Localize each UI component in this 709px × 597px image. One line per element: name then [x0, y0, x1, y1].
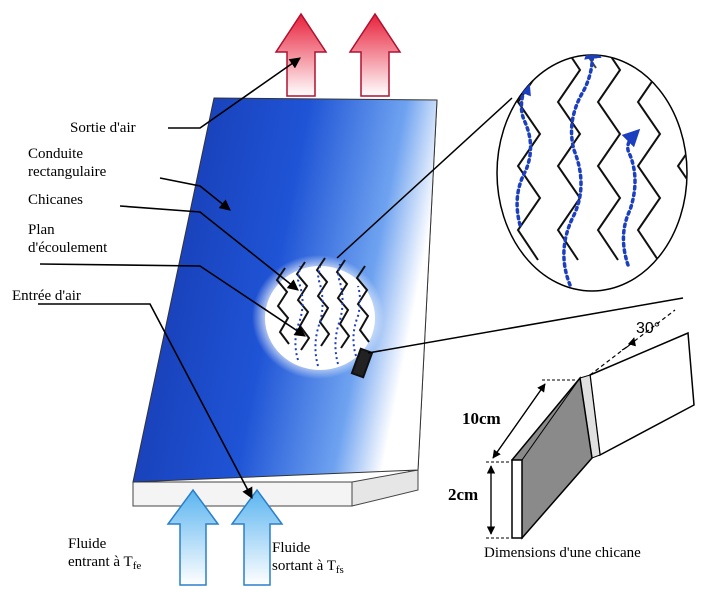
outlet-arrows: [274, 12, 402, 97]
label-duct-line1: Conduite: [28, 146, 83, 162]
flow-paths-in-duct: [294, 263, 361, 367]
label-fluid-out-line2: sortant à Tfs: [272, 558, 344, 576]
label-length: 10cm: [462, 409, 501, 428]
label-flow-plane-line2: d'écoulement: [28, 240, 108, 256]
label-angle: 30°: [636, 320, 660, 337]
label-fluid-out-line1: Fluide: [272, 540, 311, 556]
label-height: 2cm: [448, 485, 478, 504]
label-baffles: Chicanes: [28, 192, 83, 208]
inlet-arrows: [166, 488, 284, 586]
leader-lines: [38, 57, 306, 499]
label-fluid-in-line1: Fluide: [68, 536, 107, 552]
label-flow-plane-line1: Plan: [28, 222, 55, 238]
baffle-dimension-drawing: [486, 309, 695, 540]
label-duct-line2: rectangulaire: [28, 164, 107, 180]
label-air-outlet: Sortie d'air: [70, 120, 136, 136]
label-air-inlet: Entrée d'air: [12, 288, 81, 304]
rectangular-duct: [132, 97, 438, 507]
label-fluid-in-line2: entrant à Tfe: [68, 554, 141, 572]
label-caption: Dimensions d'une chicane: [484, 545, 641, 561]
